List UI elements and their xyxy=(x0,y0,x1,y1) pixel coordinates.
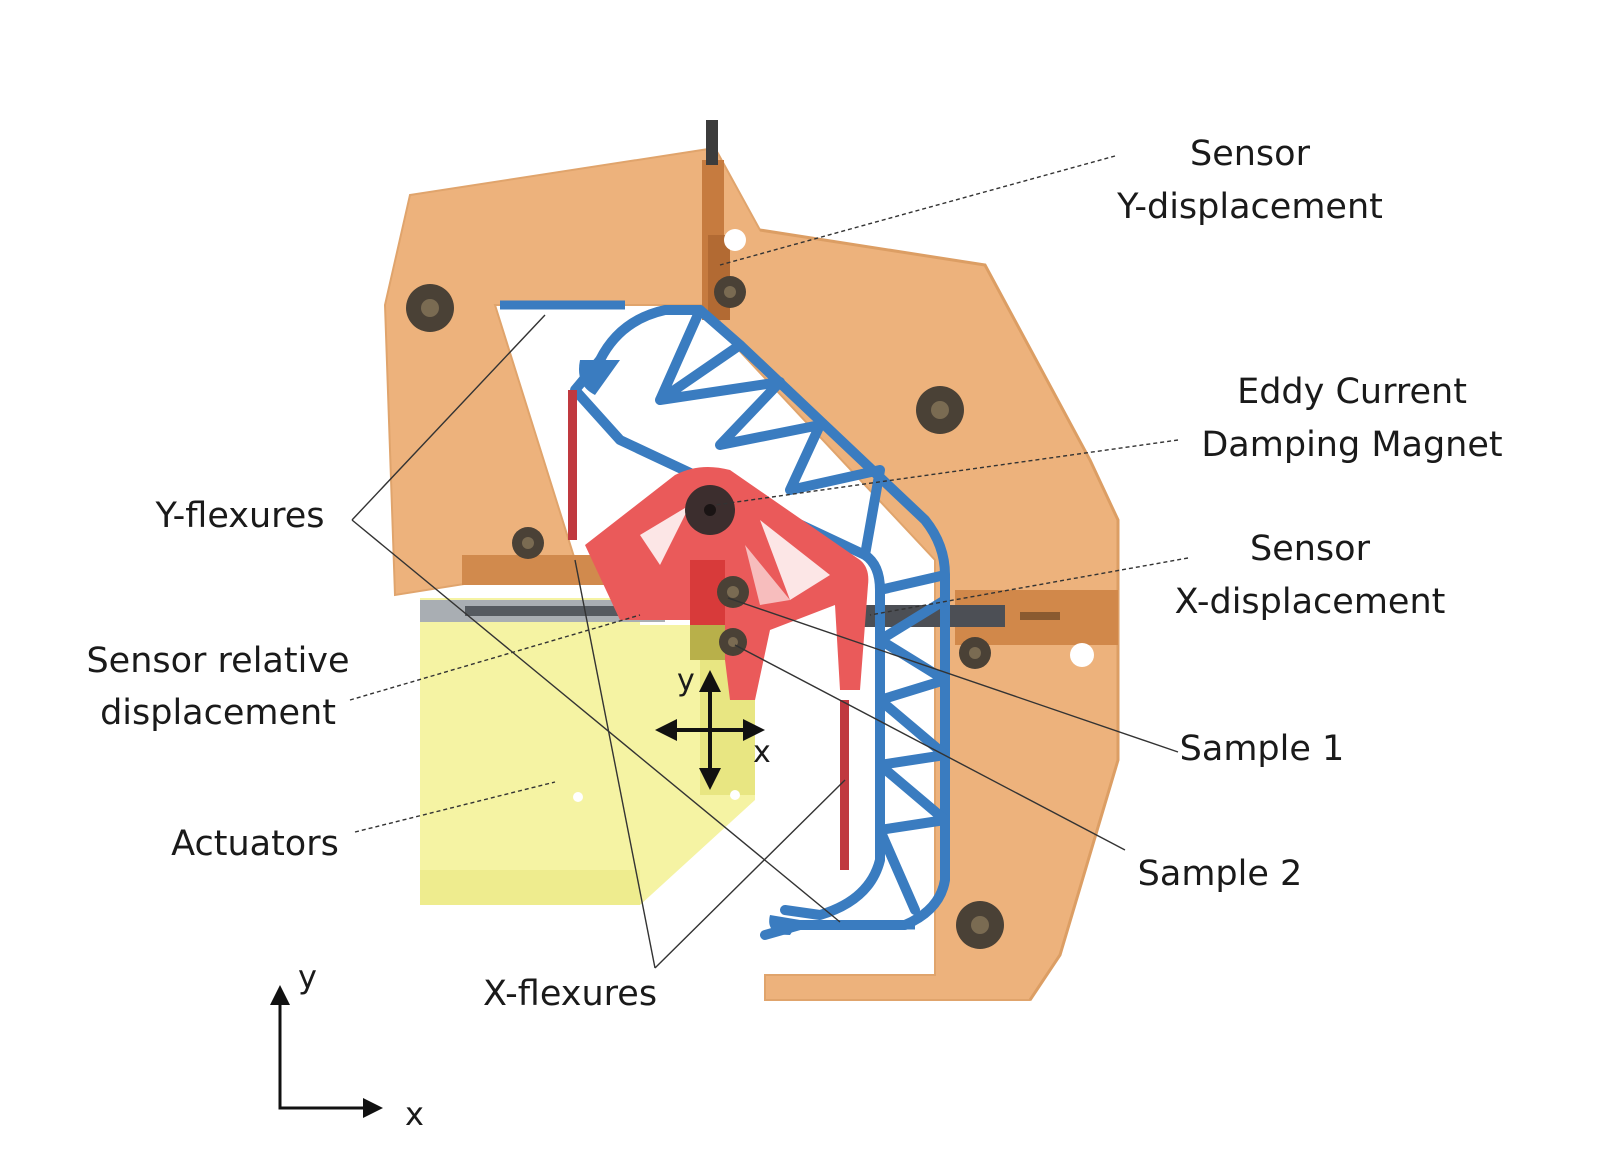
frame-hole-1 xyxy=(724,229,746,251)
label-eddy-line2: Damping Magnet xyxy=(1201,425,1502,465)
label-sensor-x-line1: Sensor xyxy=(1250,529,1371,569)
frame-hole-2 xyxy=(1070,643,1094,667)
label-sensor-relative: Sensor relative displacement xyxy=(86,641,349,733)
sensor-y-tip xyxy=(706,120,718,165)
label-sensor-relative-line2: displacement xyxy=(100,693,336,733)
actuator-block xyxy=(420,598,755,905)
leader-lines xyxy=(349,155,1189,969)
main-y-label: y xyxy=(298,958,317,996)
label-sample-2: Sample 2 xyxy=(1138,854,1303,894)
label-eddy-current: Eddy Current Damping Magnet xyxy=(1201,372,1502,465)
label-sensor-relative-line1: Sensor relative xyxy=(86,641,349,681)
eddy-magnet-inner xyxy=(704,504,716,516)
label-sample-1: Sample 1 xyxy=(1180,729,1345,769)
relative-sensor-rod-dark xyxy=(465,606,665,616)
actuator-hole-2 xyxy=(730,790,740,800)
label-x-flexures: X-flexures xyxy=(483,974,657,1014)
sensor-x-rod xyxy=(855,605,1005,627)
label-y-flexures: Y-flexures xyxy=(154,496,324,536)
label-sensor-x-line2: X-displacement xyxy=(1175,582,1446,622)
local-xy-arrows xyxy=(655,670,765,790)
local-x-label: x xyxy=(753,735,771,770)
label-sensor-y-line2: Y-displacement xyxy=(1116,187,1383,227)
blue-flexure-frame xyxy=(500,300,950,940)
main-x-label: x xyxy=(405,1095,424,1133)
sensor-x-slot xyxy=(1020,612,1060,620)
label-sensor-x: Sensor X-displacement xyxy=(1175,529,1446,622)
actuator-hole xyxy=(573,792,583,802)
local-y-label: y xyxy=(677,663,695,698)
label-sensor-y-line1: Sensor xyxy=(1190,134,1311,174)
main-axes xyxy=(270,985,383,1118)
red-flexure-lower xyxy=(840,700,849,870)
label-eddy-line1: Eddy Current xyxy=(1237,372,1467,412)
actuator-bottom-strip xyxy=(420,870,640,905)
label-sensor-y: Sensor Y-displacement xyxy=(1116,134,1383,227)
bolts xyxy=(406,276,1004,949)
label-actuators: Actuators xyxy=(171,824,339,864)
red-flexure-upper xyxy=(568,390,577,540)
frame-inner-shadow xyxy=(759,228,1120,1001)
